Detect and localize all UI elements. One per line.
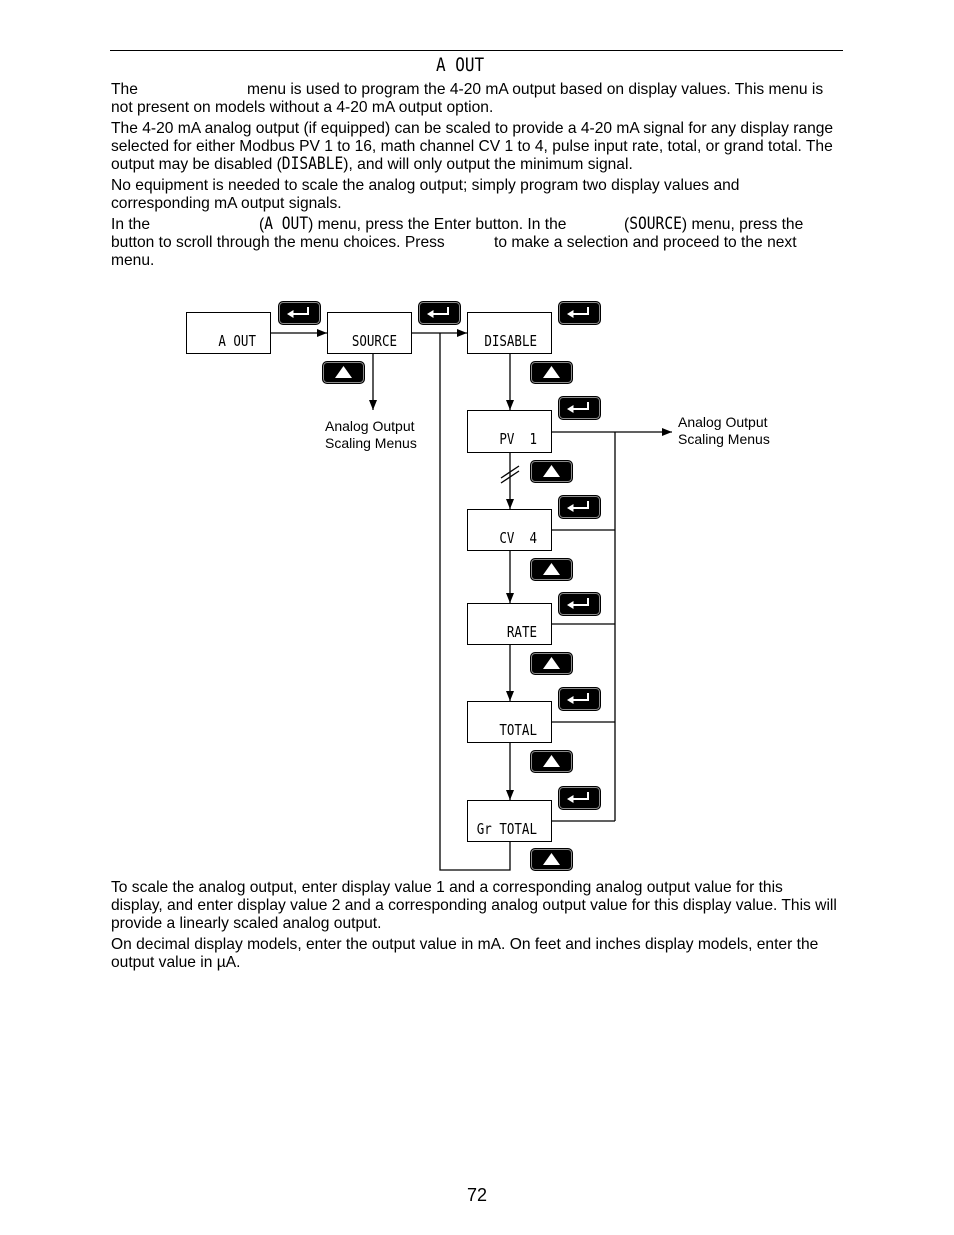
break-symbol	[500, 465, 520, 479]
scaling-label-line1: Analog Output	[678, 414, 768, 430]
up-button-image	[530, 361, 573, 384]
enter-button-image	[558, 396, 601, 420]
up-arrow-icon	[543, 755, 560, 767]
up-button-image	[530, 652, 573, 675]
scaling-menus-label-right: Analog Output Scaling Menus	[678, 414, 770, 448]
menu-label-disable: DISABLE	[484, 331, 537, 350]
p2-line3-before: output may be disabled (	[111, 156, 282, 173]
up-arrow-icon	[543, 366, 560, 378]
header-rule	[110, 50, 843, 51]
up-arrow-icon	[335, 366, 352, 378]
enter-icon	[567, 307, 589, 318]
p5-line2: display, and enter display value 2 and a…	[111, 897, 837, 914]
disable-lcd-text: DISABLE	[281, 153, 344, 174]
p4-line3: menu.	[111, 252, 155, 269]
up-button-image	[530, 848, 573, 871]
scaling-menus-label-left: Analog Output Scaling Menus	[325, 418, 417, 452]
p4-line2-start: button to scroll through the menu choice…	[111, 234, 445, 251]
menu-label-a-out: A OUT	[218, 331, 256, 350]
menu-box-source: SOURCE	[327, 312, 412, 354]
up-arrow-icon	[543, 465, 560, 477]
enter-button-image	[558, 495, 601, 519]
p6-line2: output value in µA.	[111, 954, 241, 971]
p6-line1: On decimal display models, enter the out…	[111, 936, 819, 953]
p1-line1-end: menu is used to program the 4-20 mA outp…	[247, 81, 824, 98]
p3-line1: No equipment is needed to scale the anal…	[111, 177, 740, 194]
scaling-label-line1: Analog Output	[325, 418, 415, 434]
up-button-image	[530, 558, 573, 581]
up-arrow-icon	[543, 563, 560, 575]
enter-icon	[427, 307, 449, 318]
menu-label-cv: CV 4	[499, 528, 537, 547]
p4-line1-start: In the	[111, 216, 151, 233]
menu-box-gr-total: Gr TOTAL	[467, 800, 552, 842]
up-button-image	[322, 361, 365, 384]
up-button-image	[530, 750, 573, 773]
p3-line2: corresponding mA output signals.	[111, 195, 342, 212]
p1-line2: not present on models without a 4-20 mA …	[111, 99, 494, 116]
paren-open: (	[624, 216, 630, 233]
break-symbol	[500, 470, 520, 484]
source-lcd-text: SOURCE	[629, 213, 682, 234]
p5-line1: To scale the analog output, enter displa…	[111, 879, 783, 896]
p4-line1-mid-text: ) menu, press the Enter button. In the	[308, 216, 567, 233]
enter-button-image	[558, 786, 601, 810]
enter-icon	[567, 598, 589, 609]
enter-icon	[567, 792, 589, 803]
menu-box-disable: DISABLE	[467, 312, 552, 354]
menu-label-gr-total: Gr TOTAL	[476, 819, 537, 838]
p4-line1-end: (SOURCE) menu, press the	[624, 213, 804, 234]
p4-line1-end-text: ) menu, press the	[681, 216, 804, 233]
p5-line3: provide a linearly scaled analog output.	[111, 915, 382, 932]
scaling-label-line2: Scaling Menus	[678, 431, 770, 447]
p4-line2-end: to make a selection and proceed to the n…	[494, 234, 797, 251]
menu-label-source: SOURCE	[351, 331, 397, 350]
paren-open: (	[259, 216, 265, 233]
page-number: 72	[466, 1185, 488, 1205]
p2-line3-after: ), and will only output the minimum sign…	[343, 156, 633, 173]
p4-line1-mid: (A OUT) menu, press the Enter button. In…	[259, 213, 567, 234]
section-title: A OUT	[436, 53, 485, 76]
enter-icon	[567, 402, 589, 413]
enter-icon	[287, 307, 309, 318]
menu-label-pv: PV 1	[499, 429, 537, 448]
menu-box-total: TOTAL	[467, 701, 552, 743]
a-out-lcd-text: A OUT	[264, 213, 309, 234]
menu-label-total: TOTAL	[499, 720, 537, 739]
menu-box-a-out: A OUT	[186, 312, 271, 354]
enter-button-image	[558, 301, 601, 325]
menu-box-pv: PV 1	[467, 410, 552, 453]
p1-line1-start: The	[111, 81, 138, 98]
enter-button-image	[558, 687, 601, 711]
enter-icon	[567, 501, 589, 512]
p2-line3: output may be disabled (DISABLE), and wi…	[111, 153, 633, 174]
up-arrow-icon	[543, 657, 560, 669]
enter-icon	[567, 693, 589, 704]
p2-line1: The 4-20 mA analog output (if equipped) …	[111, 120, 834, 137]
scaling-label-line2: Scaling Menus	[325, 435, 417, 451]
menu-box-rate: RATE	[467, 603, 552, 645]
menu-box-cv: CV 4	[467, 509, 552, 551]
enter-button-image	[418, 301, 461, 325]
menu-label-rate: RATE	[506, 622, 537, 641]
up-button-image	[530, 460, 573, 483]
up-arrow-icon	[543, 853, 560, 865]
enter-button-image	[278, 301, 321, 325]
enter-button-image	[558, 592, 601, 616]
p2-line2: selected for either Modbus PV 1 to 16, m…	[111, 138, 833, 155]
